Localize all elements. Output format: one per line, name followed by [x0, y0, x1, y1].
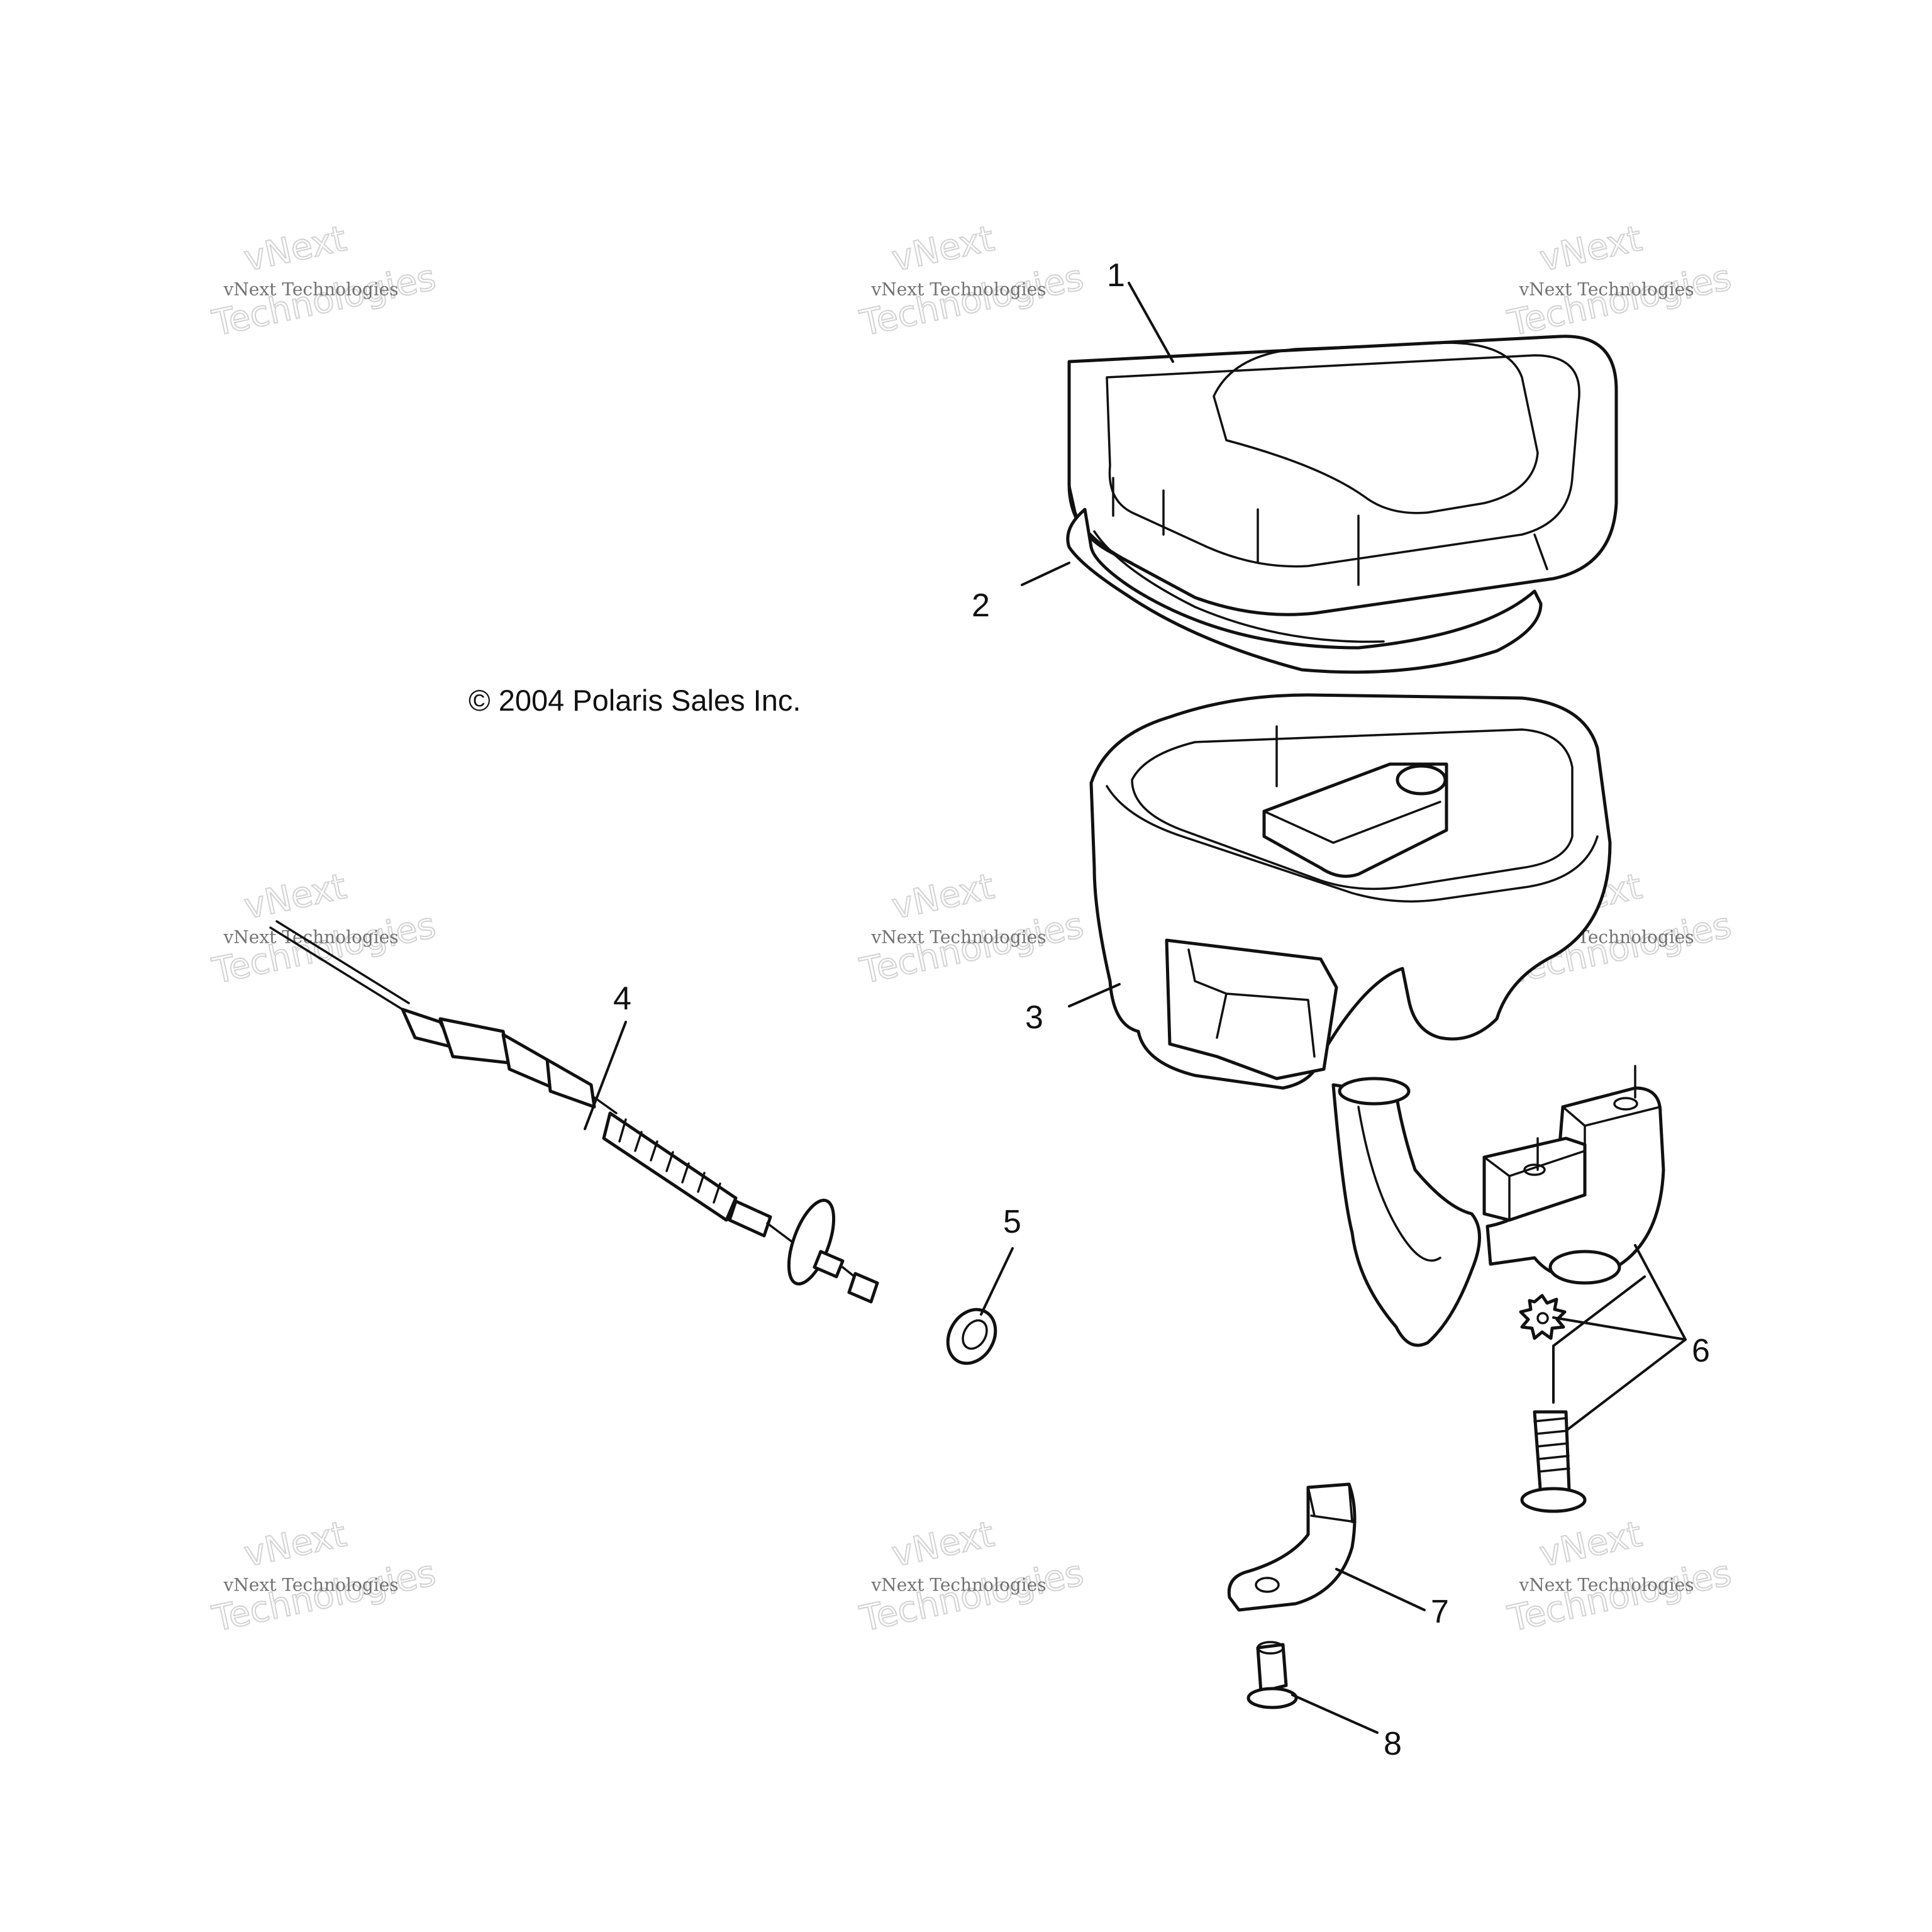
watermark-top-word: vNext	[889, 866, 998, 928]
callout-numbers: 1 2 3 4 5 6 7 8	[613, 257, 1710, 1762]
callout-6: 6	[1692, 1333, 1710, 1369]
part-4-cable	[269, 920, 879, 1304]
watermark-bottom-word: Technologies	[209, 257, 439, 345]
copyright-text: © 2004 Polaris Sales Inc.	[469, 684, 801, 717]
watermark-small-text: vNext Technologies	[223, 1575, 398, 1596]
callout-1: 1	[1107, 257, 1125, 294]
part-1-cover	[1067, 335, 1618, 616]
watermark-top-word: vNext	[241, 866, 350, 928]
watermark-bottom-word: Technologies	[1504, 1553, 1735, 1640]
callout-8: 8	[1384, 1726, 1402, 1762]
part-3-housing	[1089, 693, 1612, 1347]
part-8-bolt	[1246, 1641, 1298, 1709]
part-6-clamp-assembly	[1482, 1065, 1665, 1513]
watermark-bottom-word: Technologies	[209, 905, 439, 992]
watermark-top-word: vNext	[889, 1514, 998, 1575]
part-5-washer	[946, 1307, 997, 1365]
callout-5: 5	[1003, 1204, 1021, 1240]
watermark-top-word: vNext	[1536, 218, 1646, 280]
callout-3: 3	[1025, 999, 1043, 1036]
watermark-small-text: vNext Technologies	[870, 927, 1046, 948]
watermark-bottom-word: Technologies	[857, 905, 1087, 992]
part-7-bracket	[1227, 1482, 1357, 1612]
callout-2: 2	[972, 587, 990, 624]
watermark-small-text: vNext Technologies	[1518, 1575, 1694, 1596]
watermark-bottom-word: Technologies	[1504, 257, 1735, 345]
watermark-small-text: vNext Technologies	[870, 279, 1046, 300]
callout-7: 7	[1431, 1594, 1449, 1630]
watermark-small-text: vNext Technologies	[870, 1575, 1046, 1596]
watermark-top-word: vNext	[241, 218, 350, 280]
watermark-bottom-word: Technologies	[209, 1553, 439, 1640]
watermark-top-word: vNext	[241, 1514, 350, 1575]
watermark-top-word: vNext	[889, 218, 998, 280]
watermark-small-text: vNext Technologies	[223, 927, 398, 948]
watermark-top-word: vNext	[1536, 1514, 1646, 1575]
callout-4: 4	[613, 980, 631, 1017]
watermark-small-text: vNext Technologies	[223, 279, 398, 300]
watermark-bottom-word: Technologies	[857, 1553, 1087, 1640]
part-2-gasket	[1066, 508, 1543, 674]
watermark-small-text: vNext Technologies	[1518, 279, 1694, 300]
leader-lines	[584, 282, 1687, 1734]
watermark-bottom-word: Technologies	[857, 257, 1087, 345]
